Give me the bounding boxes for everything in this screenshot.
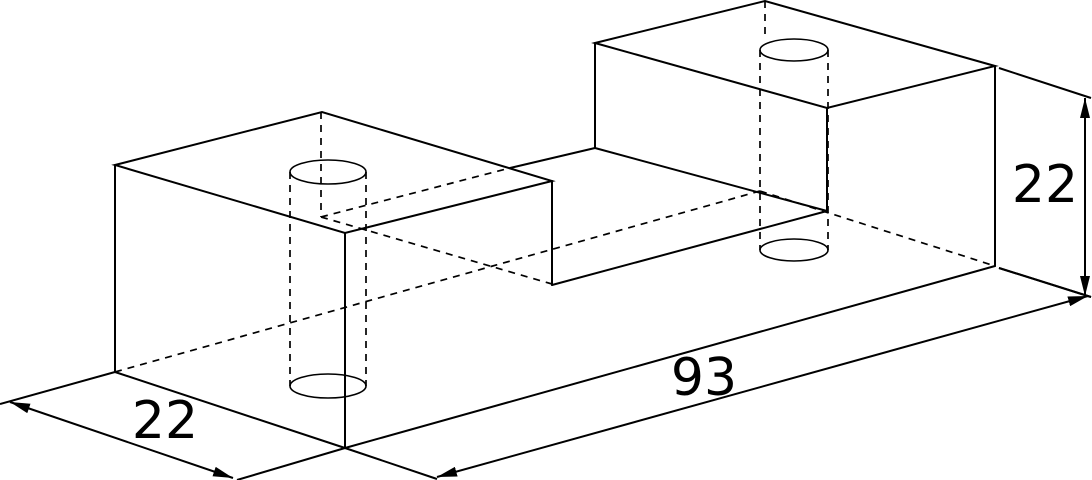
length-extension-line-left — [344, 447, 438, 480]
left-hole — [289, 159, 367, 399]
width-extension-line-front — [236, 447, 346, 480]
width-dimension-label: 22 — [132, 391, 198, 451]
width-extension-line-back — [0, 371, 116, 405]
middle-front-top-edge — [551, 210, 828, 286]
height-dimension: 22 — [998, 67, 1092, 298]
left-block-top-face — [111, 110, 556, 235]
hidden-bottom-back-edge — [114, 190, 761, 373]
middle-right-edge — [594, 147, 828, 212]
width-dimension: 22 — [0, 371, 346, 480]
left-hole-bottom-circle — [289, 373, 367, 399]
length-dimension: 93 — [344, 267, 1092, 480]
visible-edges — [111, 0, 999, 449]
hidden-edges — [114, 1, 996, 373]
right-block-top-face — [591, 0, 999, 110]
hidden-middle-left-edge — [320, 216, 553, 285]
height-dimension-label: 22 — [1012, 155, 1078, 215]
hidden-middle-back-edge — [320, 167, 511, 218]
left-hole-top-circle — [289, 159, 367, 185]
right-hole — [759, 38, 829, 262]
middle-back-top-edge — [509, 147, 596, 169]
width-dimension-arrow — [9, 401, 234, 479]
length-dimension-arrow — [436, 295, 1089, 478]
height-extension-line-top — [998, 67, 1092, 99]
length-dimension-label: 93 — [671, 348, 737, 408]
right-hole-bottom-circle — [759, 238, 829, 262]
height-extension-line-bottom — [998, 267, 1092, 298]
right-hole-top-circle — [759, 38, 829, 62]
